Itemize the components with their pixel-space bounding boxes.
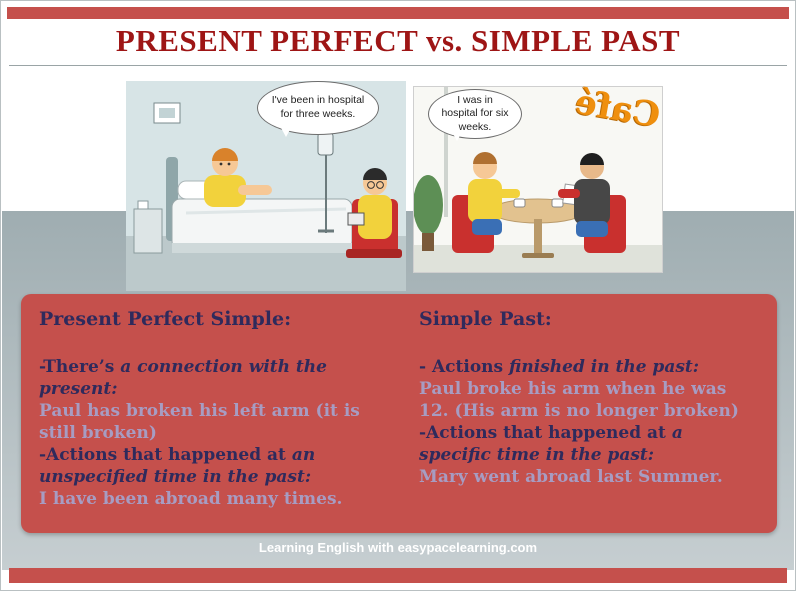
present-perfect-column: Present Perfect Simple: -There’s a conne… xyxy=(39,308,379,519)
point-text: -Actions that happened at xyxy=(419,423,672,443)
simple-past-example-2: Mary went abroad last Summer. xyxy=(419,467,723,487)
coffee-cups xyxy=(513,198,564,208)
point-emphasis: an unspecified time in the past: xyxy=(39,445,316,487)
visitor xyxy=(347,168,392,239)
present-perfect-point-1: -There’s a connection with the present: xyxy=(39,356,379,400)
plant xyxy=(414,175,443,251)
hospital-bed xyxy=(166,157,353,253)
present-perfect-point-2: -Actions that happened at an unspecified… xyxy=(39,444,379,488)
present-perfect-example-2: I have been abroad many times. xyxy=(39,489,343,509)
bottom-accent-bar xyxy=(9,568,787,583)
simple-past-column: Simple Past: - Actions finished in the p… xyxy=(419,308,759,519)
title-divider xyxy=(9,65,787,66)
point-emphasis: a connection with the present: xyxy=(39,357,327,399)
point-emphasis: finished in the past: xyxy=(509,357,700,377)
simple-past-point-1: - Actions finished in the past: xyxy=(419,356,759,378)
site-credit: Learning English with easypacelearning.c… xyxy=(258,540,538,555)
top-accent-bar xyxy=(7,7,789,19)
point-emphasis: a specific time in the past: xyxy=(419,423,683,465)
speech-bubble-simple-past: I was in hospital for six weeks. xyxy=(428,89,522,141)
bedside-cabinet xyxy=(133,200,163,254)
wall-picture-frame xyxy=(153,102,181,124)
simple-past-point-2: -Actions that happened at a specific tim… xyxy=(419,422,759,466)
point-text: -There’s xyxy=(39,357,121,377)
explanation-box: Present Perfect Simple: -There’s a conne… xyxy=(21,294,777,533)
left-customer xyxy=(468,152,520,235)
point-text: -Actions that happened at xyxy=(39,445,292,465)
hospital-cartoon: I've been in hospital for three weeks. xyxy=(126,81,406,291)
point-text: - Actions xyxy=(419,357,510,377)
present-perfect-heading: Present Perfect Simple: xyxy=(39,308,292,330)
simple-past-example-1: Paul broke his arm when he was 12. (His … xyxy=(419,379,739,421)
patient xyxy=(204,148,272,207)
simple-past-heading: Simple Past: xyxy=(419,308,552,330)
cafe-cartoon: Café I was in hospital for six weeks. xyxy=(413,82,663,273)
present-perfect-example-1: Paul has broken his left arm (it is stil… xyxy=(39,401,360,443)
speech-bubble-present-perfect: I've been in hospital for three weeks. xyxy=(257,81,379,137)
page-title: PRESENT PERFECT vs. SIMPLE PAST xyxy=(115,23,681,58)
right-customer xyxy=(558,153,610,237)
